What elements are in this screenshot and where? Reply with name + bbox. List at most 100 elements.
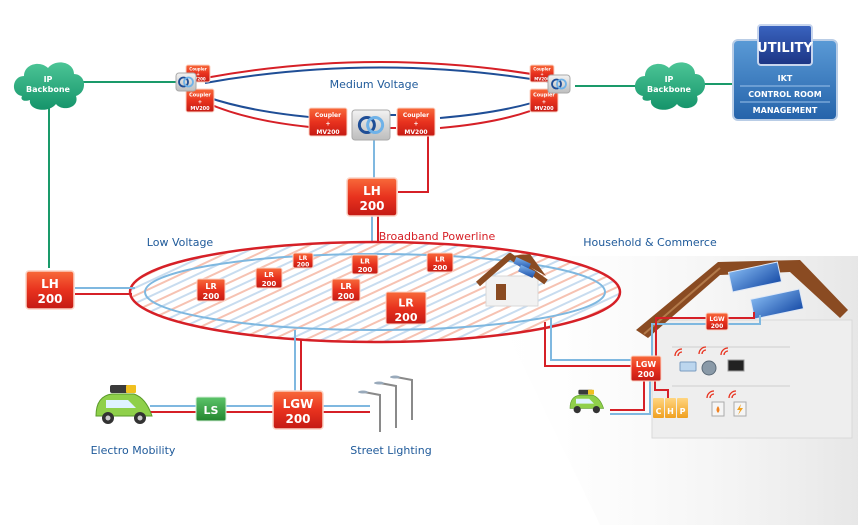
street-lighting-label: Street Lighting [350,444,431,457]
cloud-label-line1: IP [44,75,53,84]
device-label-line1: LR [360,258,370,266]
device-label-line1: LGW [636,360,657,369]
coupler-label: Coupler [403,112,429,119]
lh200-top[interactable]: LH 200 [346,177,398,217]
device-label-line2: 200 [338,292,355,301]
coupler-mv200[interactable]: Coupler+ MV200 [396,107,436,137]
utility-title: UTILITY [757,41,813,56]
device-label-line1: LH [363,184,381,198]
lgw200-house-main[interactable]: LGW 200 [630,355,662,382]
chp-block: H [665,398,676,418]
cloud-label-line2: Backbone [647,85,691,94]
device-label-line2: 200 [638,370,655,379]
coupler-label: + [540,72,543,77]
electro-mobility-label: Electro Mobility [91,444,176,457]
device-label-line2: 200 [358,266,373,274]
small-house-icon [476,253,548,307]
device-label-line2: 200 [433,264,448,272]
broadband-powerline-label: Broadband Powerline [379,230,496,243]
meter-icon [679,361,697,372]
chp-letter: P [680,407,686,416]
device-label-line2: 200 [711,323,724,330]
cloud-label-line1: IP [665,75,674,84]
device-label-line2: 200 [203,292,220,301]
coupling-hub-icon [351,109,391,141]
chp-letter: H [667,407,674,416]
lr200-node[interactable]: LR 200 [385,291,427,325]
street-lamp-icons [358,375,413,432]
monitor-icon [727,359,745,372]
device-label-line2: 200 [359,199,384,213]
utility-row-ikt: IKT [778,74,793,83]
coupler-label: MV200 [534,106,554,112]
chp-block: P [677,398,688,418]
street-lines [150,405,370,413]
device-label-line1: LH [41,277,59,291]
device-label-line2: 200 [285,412,310,426]
coupler-label: Coupler [533,66,550,71]
device-label-line1: LGW [709,316,725,323]
coupling-hub-icon [175,72,197,92]
coupler-label: MV200 [534,77,550,82]
utility-row-management: MANAGEMENT [753,106,818,115]
coupler-mv200[interactable]: Coupler+ MV200 [308,107,348,137]
device-label-line1: LR [205,282,216,291]
device-label-line1: LR [398,296,414,309]
device-label-line2: 200 [297,262,310,269]
lgw200-street[interactable]: LGW 200 [272,390,324,430]
coupler-label: + [542,99,546,105]
cloud-label-line2: Backbone [26,85,70,94]
coupler-label: Coupler [189,66,206,71]
coupler-label: MV200 [316,129,339,136]
household-commerce-label: Household & Commerce [583,236,717,249]
coupler-label: + [325,120,330,127]
chp-letter: C [656,407,662,416]
coupler-label: Coupler [189,92,211,98]
low-voltage-label: Low Voltage [147,236,214,249]
device-label-line1: LR [264,271,274,279]
ip-backbone-cloud-right[interactable]: IP Backbone [634,62,706,110]
device-label-line1: LGW [283,397,314,411]
device-label-line2: 200 [37,292,62,306]
coupler-label: Coupler [315,112,341,119]
coupler-label: + [413,120,418,127]
coupler-label: + [198,99,202,105]
coupler-label: MV200 [190,106,210,112]
coupler-mv200[interactable]: Coupler+MV200 [529,88,559,113]
device-label-line1: LR [340,282,351,291]
lh200-left[interactable]: LH 200 [25,270,75,310]
coupler-label: MV200 [404,129,427,136]
utility-row-control-room: CONTROL ROOM [748,90,821,99]
ip-backbone-cloud-left[interactable]: IP Backbone [13,62,85,110]
medium-voltage-label: Medium Voltage [330,78,419,91]
utility-control-room[interactable]: UTILITY IKT CONTROL ROOM MANAGEMENT [732,24,838,121]
device-label-line1: LR [435,256,445,264]
chp-block: C [653,398,664,418]
coupler-units: Coupler+MV200Coupler+MV200Coupler+MV200C… [175,64,571,141]
gauge-icon [701,360,717,376]
electric-car-icon [95,385,153,424]
coupler-mv200[interactable]: Coupler+MV200 [185,88,215,113]
lgw200-house-roof[interactable]: LGW 200 [705,312,729,331]
device-label-line2: 200 [395,311,418,324]
coupling-hub-icon [547,74,571,94]
wifi-icon [674,346,737,399]
coupler-label: + [196,72,199,77]
electric-car-house-icon [569,389,605,414]
ls-label: LS [204,404,219,417]
ip-backbone-lines [48,81,735,268]
ls-device[interactable]: LS [195,396,227,422]
device-label-line1: LR [299,255,308,262]
coupler-label: MV200 [190,77,206,82]
large-house-icon [610,260,853,439]
device-label-line2: 200 [262,280,277,288]
